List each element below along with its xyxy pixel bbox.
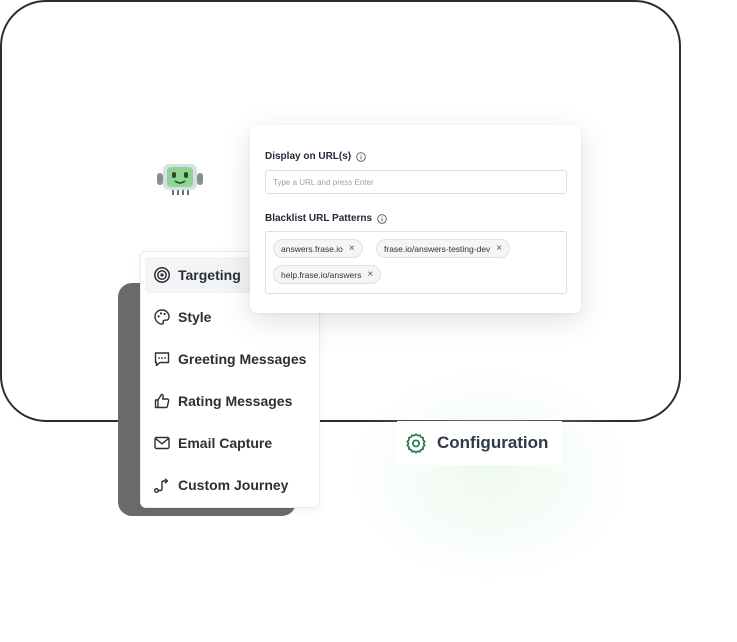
- robot-icon: [157, 161, 203, 197]
- display-url-input[interactable]: [265, 170, 567, 194]
- configuration-label: Configuration: [437, 433, 549, 452]
- target-icon: [153, 266, 171, 284]
- menu-item-rating-messages[interactable]: Rating Messages: [145, 383, 319, 419]
- blacklist-tag: frase.io/answers-testing-dev ×: [376, 239, 511, 258]
- chat-bubble-icon: [153, 350, 171, 368]
- menu-item-greeting-messages[interactable]: Greeting Messages: [145, 341, 319, 377]
- display-url-label: Display on URL(s): [265, 151, 366, 162]
- envelope-icon: [153, 434, 171, 452]
- blacklist-tag: help.frase.io/answers ×: [273, 265, 382, 284]
- info-icon[interactable]: [356, 151, 366, 162]
- menu-item-custom-journey[interactable]: Custom Journey: [145, 467, 319, 503]
- menu-item-style[interactable]: Style: [145, 299, 319, 335]
- palette-icon: [153, 308, 171, 326]
- gear-icon: [405, 432, 427, 454]
- route-icon: [153, 476, 171, 494]
- remove-tag-icon[interactable]: ×: [348, 243, 355, 254]
- remove-tag-icon[interactable]: ×: [496, 243, 503, 254]
- configuration-badge: Configuration: [397, 421, 562, 465]
- blacklist-tag: answers.frase.io ×: [273, 239, 363, 258]
- menu-item-label: Greeting Messages: [178, 351, 307, 367]
- targeting-card: Display on URL(s) Blacklist URL Patterns…: [250, 125, 581, 313]
- menu-item-label: Style: [178, 309, 212, 325]
- menu-item-label: Targeting: [178, 267, 241, 283]
- menu-item-label: Custom Journey: [178, 477, 289, 493]
- remove-tag-icon[interactable]: ×: [367, 269, 374, 280]
- menu-item-label: Email Capture: [178, 435, 273, 451]
- blacklist-label: Blacklist URL Patterns: [265, 213, 387, 224]
- thumbs-up-icon: [153, 392, 171, 410]
- menu-item-label: Rating Messages: [178, 393, 293, 409]
- blacklist-tags-input[interactable]: answers.frase.io × frase.io/answers-test…: [265, 231, 567, 294]
- info-icon[interactable]: [377, 213, 387, 224]
- background-glow: [340, 360, 640, 590]
- menu-item-email-capture[interactable]: Email Capture: [145, 425, 319, 461]
